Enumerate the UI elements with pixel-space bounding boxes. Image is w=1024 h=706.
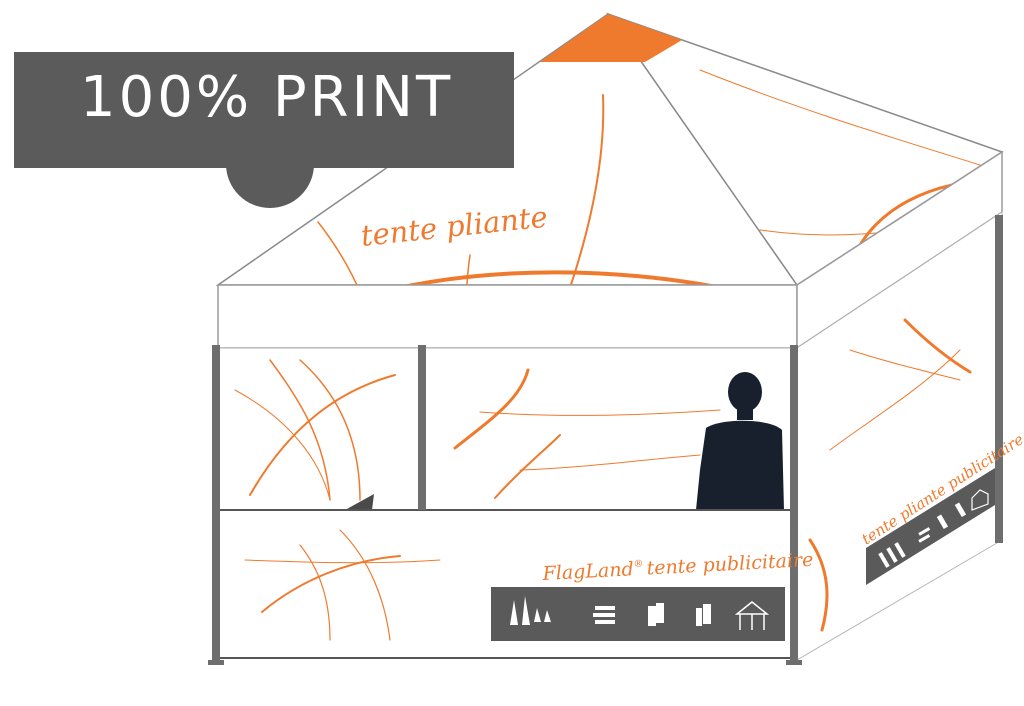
flat-flags-icon: [593, 606, 615, 624]
side-icons: [878, 489, 989, 568]
front-valance: [217, 284, 798, 349]
registered-mark: ®: [633, 559, 644, 571]
roll-up-banner-icon: [648, 603, 664, 626]
side-wall-swooshes: [808, 318, 972, 632]
print-badge-tab: [226, 120, 314, 208]
flag-banners-icon: [510, 596, 551, 625]
pop-up-tent-icon: [734, 601, 770, 630]
brand-name: FlagLand: [541, 558, 634, 585]
roof-peak-cap: [540, 14, 682, 62]
bent-flag-icon: [696, 604, 711, 626]
print-badge-text: 100% PRINT: [80, 65, 454, 130]
front-icons: [510, 596, 770, 630]
side-icon-panel: [866, 468, 995, 585]
tent-poles: [208, 215, 1003, 665]
person-silhouette: [696, 372, 784, 510]
front-banner-swooshes: [244, 529, 441, 641]
